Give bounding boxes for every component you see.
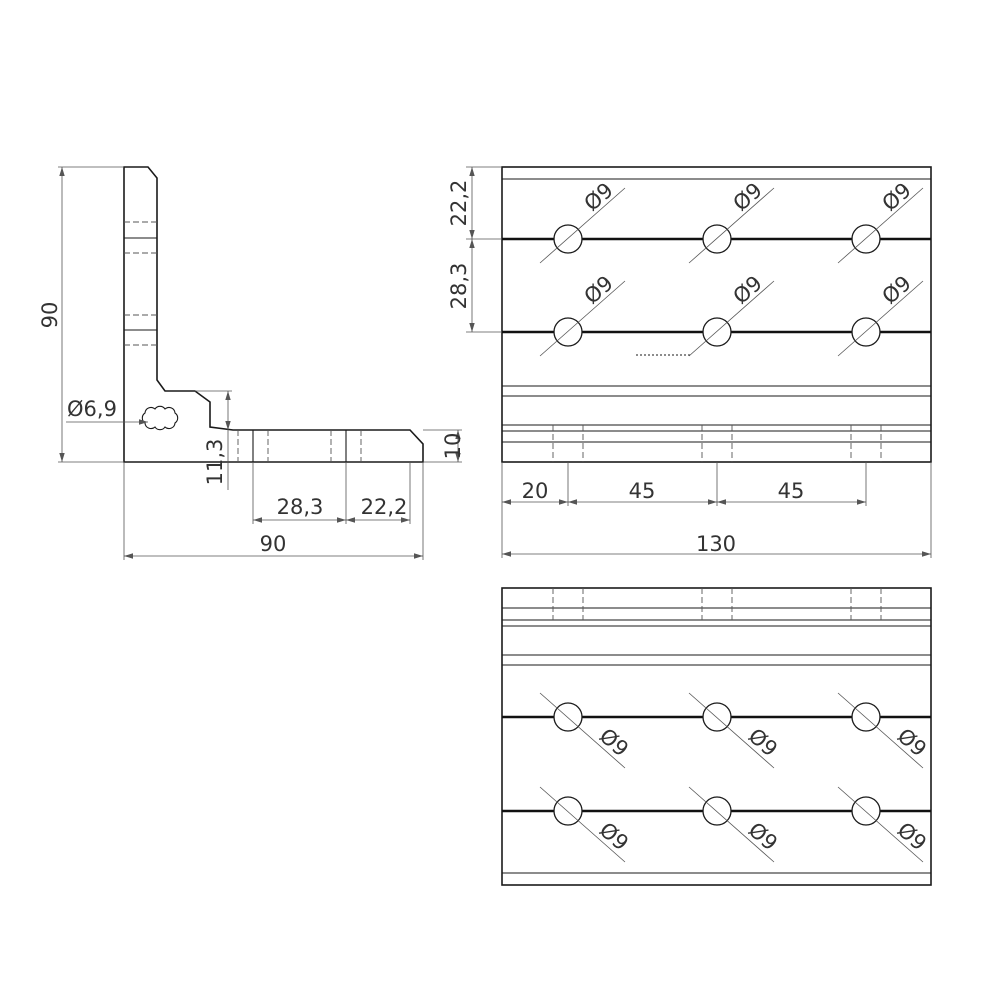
bottom-diameter-leaders: [539, 692, 924, 863]
bottom-view: Ø9 Ø9 Ø9 Ø9 Ø9 Ø9: [501, 587, 932, 886]
hole-diameter-label: Ø9: [744, 818, 782, 856]
hole-diameter-label: Ø9: [893, 818, 931, 856]
thickness-dimension: 10: [441, 433, 465, 460]
pitch-dimension: 45: [629, 479, 656, 503]
vertical-leg-hidden-slots: [124, 221, 157, 346]
hole-diameter-label: Ø9: [729, 178, 767, 216]
top-view: Ø9 Ø9 Ø9 Ø9 Ø9 Ø9 22,2 28,3 20 45 45 130: [447, 166, 932, 558]
edge-dimension: 20: [522, 479, 549, 503]
offset-dimension: 11,3: [203, 439, 227, 486]
hole-diameter-label: Ø9: [878, 178, 916, 216]
bore-diameter-label: Ø6,9: [67, 397, 117, 421]
length-dimension: 130: [696, 532, 736, 556]
bottom-view-outline: [501, 587, 932, 886]
hole-diameter-label: Ø9: [893, 724, 931, 762]
hole-diameter-label: Ø9: [595, 818, 633, 856]
width-dimension: 90: [260, 532, 287, 556]
hole-spacing-dimension: 28,3: [277, 495, 324, 519]
hole-diameter-label: Ø9: [580, 271, 618, 309]
top-view-outline: [501, 166, 932, 463]
side-view: 90 90 10 11,3 Ø6,9 28,3 22,2: [38, 166, 465, 560]
pitch-dimension: 45: [778, 479, 805, 503]
hole-edge-dimension: 22,2: [361, 495, 408, 519]
horizontal-leg-hidden-slots: [237, 430, 362, 462]
hole-diameter-label: Ø9: [580, 178, 618, 216]
row1-dimension: 22,2: [447, 180, 471, 227]
hole-diameter-label: Ø9: [729, 271, 767, 309]
hole-diameter-label: Ø9: [595, 724, 633, 762]
hole-diameter-label: Ø9: [744, 724, 782, 762]
top-diameter-leaders: [539, 187, 924, 357]
center-bore-icon: [141, 405, 179, 431]
angle-profile-outline: [123, 166, 424, 463]
height-dimension: 90: [38, 302, 62, 329]
hole-diameter-label: Ø9: [878, 271, 916, 309]
row2-dimension: 28,3: [447, 263, 471, 310]
